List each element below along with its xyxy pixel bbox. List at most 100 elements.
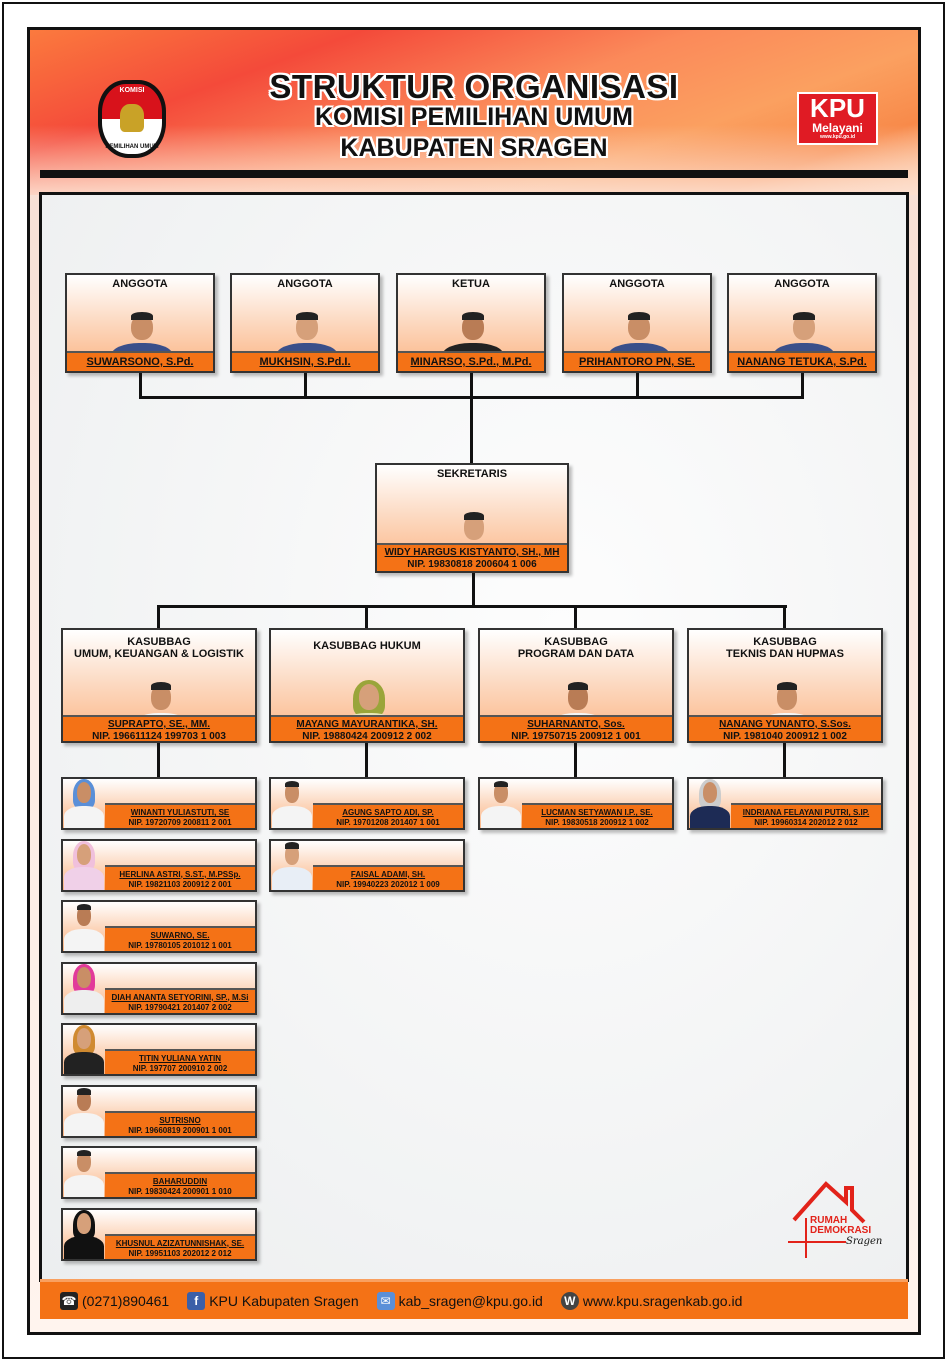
nip-number: NIP. 19830818 200604 1 006 <box>407 559 537 570</box>
person-photo <box>64 779 104 828</box>
name-band: HERLINA ASTRI, S.ST., M.PSSp.NIP. 198211… <box>105 864 255 890</box>
wordpress-icon: W <box>560 1291 579 1310</box>
hair <box>284 780 300 787</box>
person-name: MAYANG MAYURANTIKA, SH. <box>296 719 438 730</box>
body <box>64 1174 104 1197</box>
kasubbag-card: KASUBBAG UMUM, KEUANGAN & LOGISTIK SUPRAP… <box>61 628 257 743</box>
hair <box>792 312 816 321</box>
person-name: SUPRAPTO, SE., MM. <box>107 719 211 730</box>
hair <box>493 780 509 787</box>
nip-number: NIP. 19880424 200912 2 002 <box>302 731 432 742</box>
connector-line <box>365 743 368 777</box>
person-name: FAISAL ADAMI, SH. <box>350 869 426 879</box>
nip-number: NIP. 19830518 200912 1 002 <box>545 818 649 827</box>
hair <box>130 312 154 321</box>
hair <box>627 312 651 321</box>
head <box>284 843 300 865</box>
person-name: MUKHSIN, S.Pd.I. <box>259 356 351 368</box>
head <box>130 313 154 340</box>
staff-card: HERLINA ASTRI, S.ST., M.PSSp.NIP. 198211… <box>61 838 257 892</box>
person-photo <box>481 779 521 828</box>
hair <box>76 1149 92 1156</box>
email-link[interactable]: kab_sragen@kpu.go.id <box>398 1292 543 1309</box>
nip-number: NIP. 19720709 200811 2 001 <box>128 818 232 827</box>
person-name: TITIN YULIANA YATIN <box>138 1054 222 1063</box>
head <box>150 683 172 710</box>
person-photo <box>64 840 104 890</box>
person-photo <box>64 1209 104 1259</box>
person-name: BAHARUDDIN <box>152 1177 208 1186</box>
commissioner-card: ANGGOTA SUWARSONO, S.Pd. <box>65 273 215 373</box>
head <box>627 313 651 340</box>
name-band: MINARSO, S.Pd., M.Pd. <box>398 351 544 371</box>
hair <box>776 682 798 691</box>
staff-card: INDRIANA FELAYANI PUTRI, S.IP.NIP. 19960… <box>687 777 883 830</box>
head <box>295 313 319 340</box>
facebook-link[interactable]: KPU Kabupaten Sragen <box>209 1292 359 1309</box>
name-band: INDRIANA FELAYANI PUTRI, S.IP.NIP. 19960… <box>731 803 881 828</box>
hair <box>567 682 589 691</box>
person-name: INDRIANA FELAYANI PUTRI, S.IP. <box>742 808 870 817</box>
person-name: WIDY HARGUS KISTYANTO, SH., MH <box>384 547 560 558</box>
mail-icon: ✉ <box>376 1291 395 1310</box>
head <box>463 513 485 540</box>
name-band: AGUNG SAPTO ADI, SP.NIP. 19701208 201407… <box>313 803 463 828</box>
head <box>702 782 718 803</box>
facebook-icon: f <box>187 1291 206 1310</box>
connector-line <box>783 605 786 628</box>
body <box>64 1051 104 1074</box>
role-title: KASUBBAG UMUM, KEUANGAN & LOGISTIK <box>74 636 244 660</box>
hair <box>463 512 485 521</box>
nip-number: NIP. 1981040 200912 1 002 <box>723 731 847 742</box>
staff-card: LUCMAN SETYAWAN I.P., SE.NIP. 19830518 2… <box>478 777 674 830</box>
connector-line <box>574 743 577 777</box>
name-band: LUCMAN SETYAWAN I.P., SE.NIP. 19830518 2… <box>522 803 672 828</box>
person-name: KHUSNUL AZIZATUNNISHAK, SE. <box>115 1238 245 1248</box>
body <box>64 1113 104 1136</box>
person-name: SUWARSONO, S.Pd. <box>86 356 194 368</box>
person-name: MINARSO, S.Pd., M.Pd. <box>410 356 532 368</box>
nip-number: NIP. 19960314 202012 2 012 <box>754 818 858 827</box>
nip-number: NIP. 19780105 201012 1 001 <box>128 941 232 950</box>
website-link[interactable]: www.kpu.sragenkab.go.id <box>582 1292 743 1309</box>
logo-url: www.kpu.go.id <box>819 134 856 140</box>
hair <box>295 312 319 321</box>
phone-icon: ☎ <box>60 1291 78 1310</box>
name-band: NANANG YUNANTO, S.Sos.NIP. 1981040 20091… <box>689 715 881 741</box>
staff-card: AGUNG SAPTO ADI, SP.NIP. 19701208 201407… <box>269 777 465 830</box>
name-band: NANANG TETUKA, S.Pd. <box>729 351 875 371</box>
hair <box>76 903 92 910</box>
connector-line <box>574 605 577 628</box>
badge-text: RUMAH <box>810 1215 848 1226</box>
head <box>76 1212 92 1234</box>
nip-number: NIP. 19750715 200912 1 001 <box>511 731 641 742</box>
person-name: AGUNG SAPTO ADI, SP. <box>342 808 434 817</box>
connector-line <box>139 373 142 399</box>
role-title: ANGGOTA <box>112 278 168 290</box>
badge-text: DEMOKRASI <box>810 1225 872 1236</box>
divider <box>40 170 908 178</box>
person-photo <box>64 963 104 1013</box>
nip-number: NIP. 19951103 202012 2 012 <box>128 1248 232 1258</box>
staff-card: KHUSNUL AZIZATUNNISHAK, SE.NIP. 19951103… <box>61 1207 257 1261</box>
head <box>358 683 380 710</box>
name-band: SUWARSONO, S.Pd. <box>67 351 213 371</box>
logo-text: KPU <box>810 93 865 123</box>
